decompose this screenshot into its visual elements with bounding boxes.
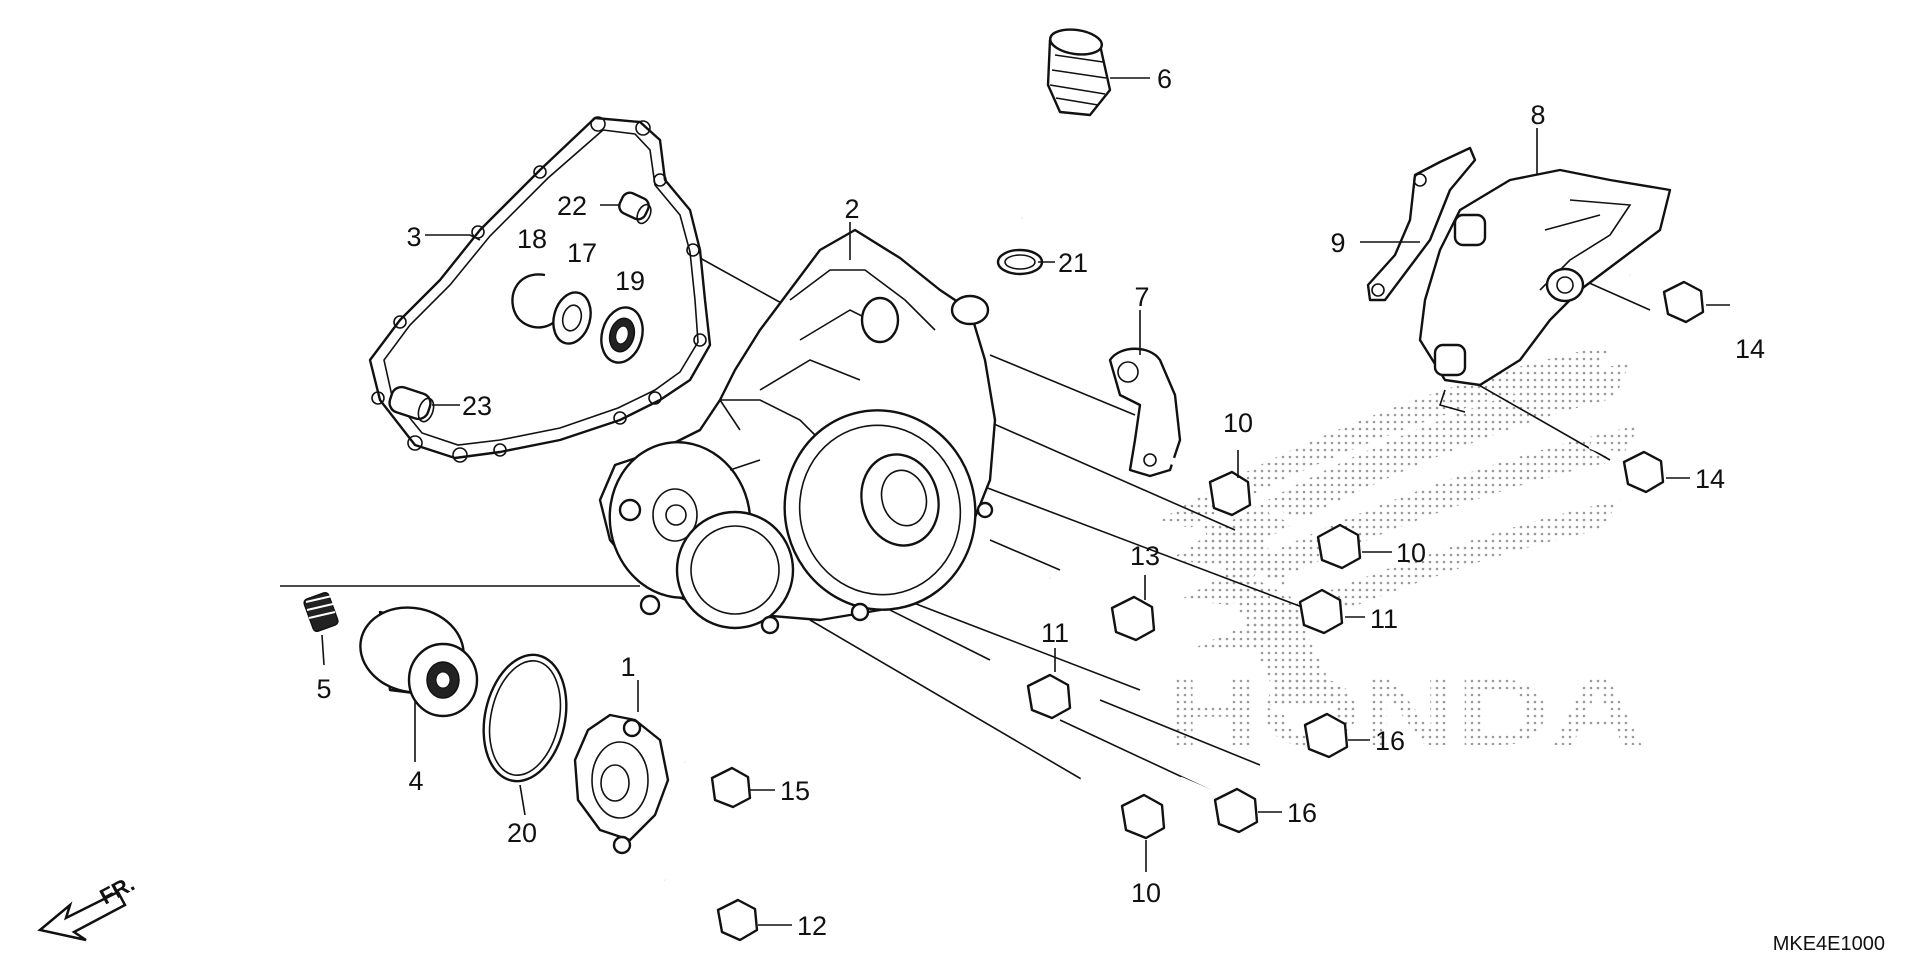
callout-10-mid: 10 (1396, 538, 1426, 568)
callout-16-upper: 16 (1375, 726, 1405, 756)
callout-2: 2 (844, 194, 859, 224)
callout-17: 17 (567, 238, 597, 268)
callout-15: 15 (780, 776, 810, 806)
callout-19: 19 (615, 266, 645, 296)
callout-4: 4 (408, 766, 423, 796)
callout-22: 22 (557, 191, 587, 221)
callout-21: 21 (1058, 248, 1088, 278)
callout-14-upper: 14 (1735, 334, 1765, 364)
callout-5: 5 (316, 674, 331, 704)
honda-wing-watermark (1160, 345, 1640, 705)
callout-16-lower: 16 (1287, 798, 1317, 828)
callout-7: 7 (1134, 282, 1149, 312)
callout-14-lower: 14 (1695, 464, 1725, 494)
o-ring-part-20 (482, 653, 568, 783)
bolt-part-10-upper (1168, 456, 1252, 517)
callout-6: 6 (1157, 64, 1172, 94)
callout-labels: 1 2 3 4 5 6 7 8 9 10 10 10 11 11 12 13 1… (316, 64, 1765, 941)
callout-23: 23 (462, 391, 492, 421)
callout-11-left: 11 (1041, 618, 1069, 648)
front-direction-indicator: FR. (37, 871, 139, 942)
oil-filter-part-4 (359, 606, 479, 718)
front-arrow-icon (37, 890, 127, 942)
callout-12: 12 (797, 911, 827, 941)
callout-10-lower: 10 (1131, 878, 1161, 908)
oil-seal-part-19 (600, 306, 644, 364)
callout-leaders (321, 77, 1730, 926)
spring-part-5 (303, 591, 339, 633)
callout-9: 9 (1330, 228, 1345, 258)
callout-1: 1 (620, 652, 635, 682)
bracket-part-7 (1108, 347, 1182, 478)
callout-3: 3 (406, 222, 421, 252)
bolt-part-16-lower (1178, 776, 1259, 834)
bolt-part-10-lower (1078, 776, 1166, 840)
gasket-part-9 (1366, 146, 1477, 302)
callout-10-upper: 10 (1223, 408, 1253, 438)
filter-cover-part-1 (573, 713, 670, 855)
bolt-part-16-upper (1268, 701, 1349, 759)
bolt-part-11-right (1253, 571, 1344, 635)
o-ring-part-21 (996, 248, 1044, 276)
callout-20: 20 (507, 818, 537, 848)
diagram-code: MKE4E1000 (1773, 933, 1885, 955)
cover-part-8 (1418, 168, 1672, 413)
dowel-part-23 (388, 385, 435, 423)
honda-watermark-text: HONDA (1165, 659, 1645, 766)
bolt-part-13 (1048, 574, 1156, 642)
dowel-part-22 (618, 191, 652, 225)
bolt-part-12 (663, 876, 759, 942)
bolt-part-14-upper (1628, 271, 1705, 324)
washer-part-17 (552, 291, 592, 345)
dipstick-part-6 (1020, 28, 1112, 219)
callout-11-right: 11 (1370, 604, 1398, 634)
callout-13: 13 (1130, 541, 1160, 571)
crankcase-cover-part-2 (598, 228, 997, 635)
bolt-part-10-mid (1268, 506, 1362, 570)
bolt-part-14-lower (1588, 441, 1665, 494)
callout-18: 18 (517, 224, 547, 254)
circlip-part-18 (511, 273, 562, 329)
callout-8: 8 (1530, 100, 1545, 130)
bolt-part-11-left (978, 658, 1072, 720)
bolt-part-15 (683, 758, 752, 809)
